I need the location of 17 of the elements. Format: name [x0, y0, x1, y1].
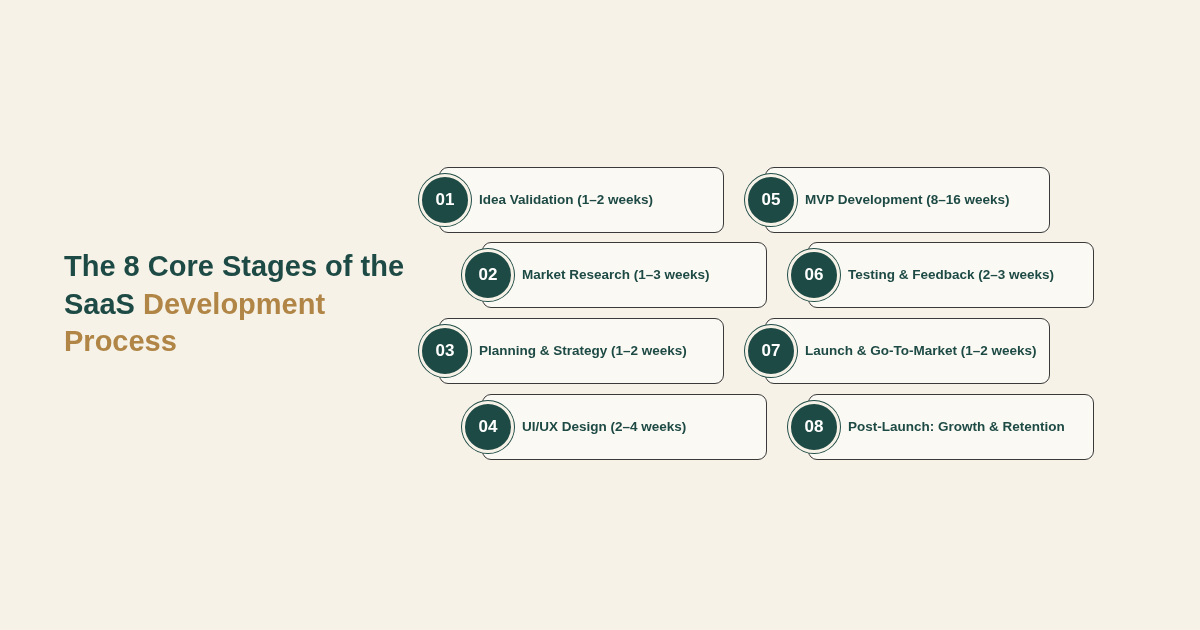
- stage-label: Post-Launch: Growth & Retention: [848, 417, 1066, 436]
- stage-label: UI/UX Design (2–4 weeks): [522, 417, 688, 436]
- stage-label: Testing & Feedback (2–3 weeks): [848, 265, 1056, 284]
- step-number: 08: [788, 401, 840, 453]
- stage-label: MVP Development (8–16 weeks): [805, 190, 1011, 209]
- step-number: 02: [462, 249, 514, 301]
- stage-label: Market Research (1–3 weeks): [522, 265, 711, 284]
- stage-label: Planning & Strategy (1–2 weeks): [479, 341, 688, 360]
- step-number: 03: [419, 325, 471, 377]
- step-number: 06: [788, 249, 840, 301]
- title: The 8 Core Stages of the SaaS Development Process: [64, 249, 404, 360]
- stage-label: Launch & Go-To-Market (1–2 weeks): [805, 341, 1038, 360]
- stage-label: Idea Validation (1–2 weeks): [479, 190, 655, 209]
- step-number: 01: [419, 174, 471, 226]
- step-number: 04: [462, 401, 514, 453]
- step-number: 05: [745, 174, 797, 226]
- step-number: 07: [745, 325, 797, 377]
